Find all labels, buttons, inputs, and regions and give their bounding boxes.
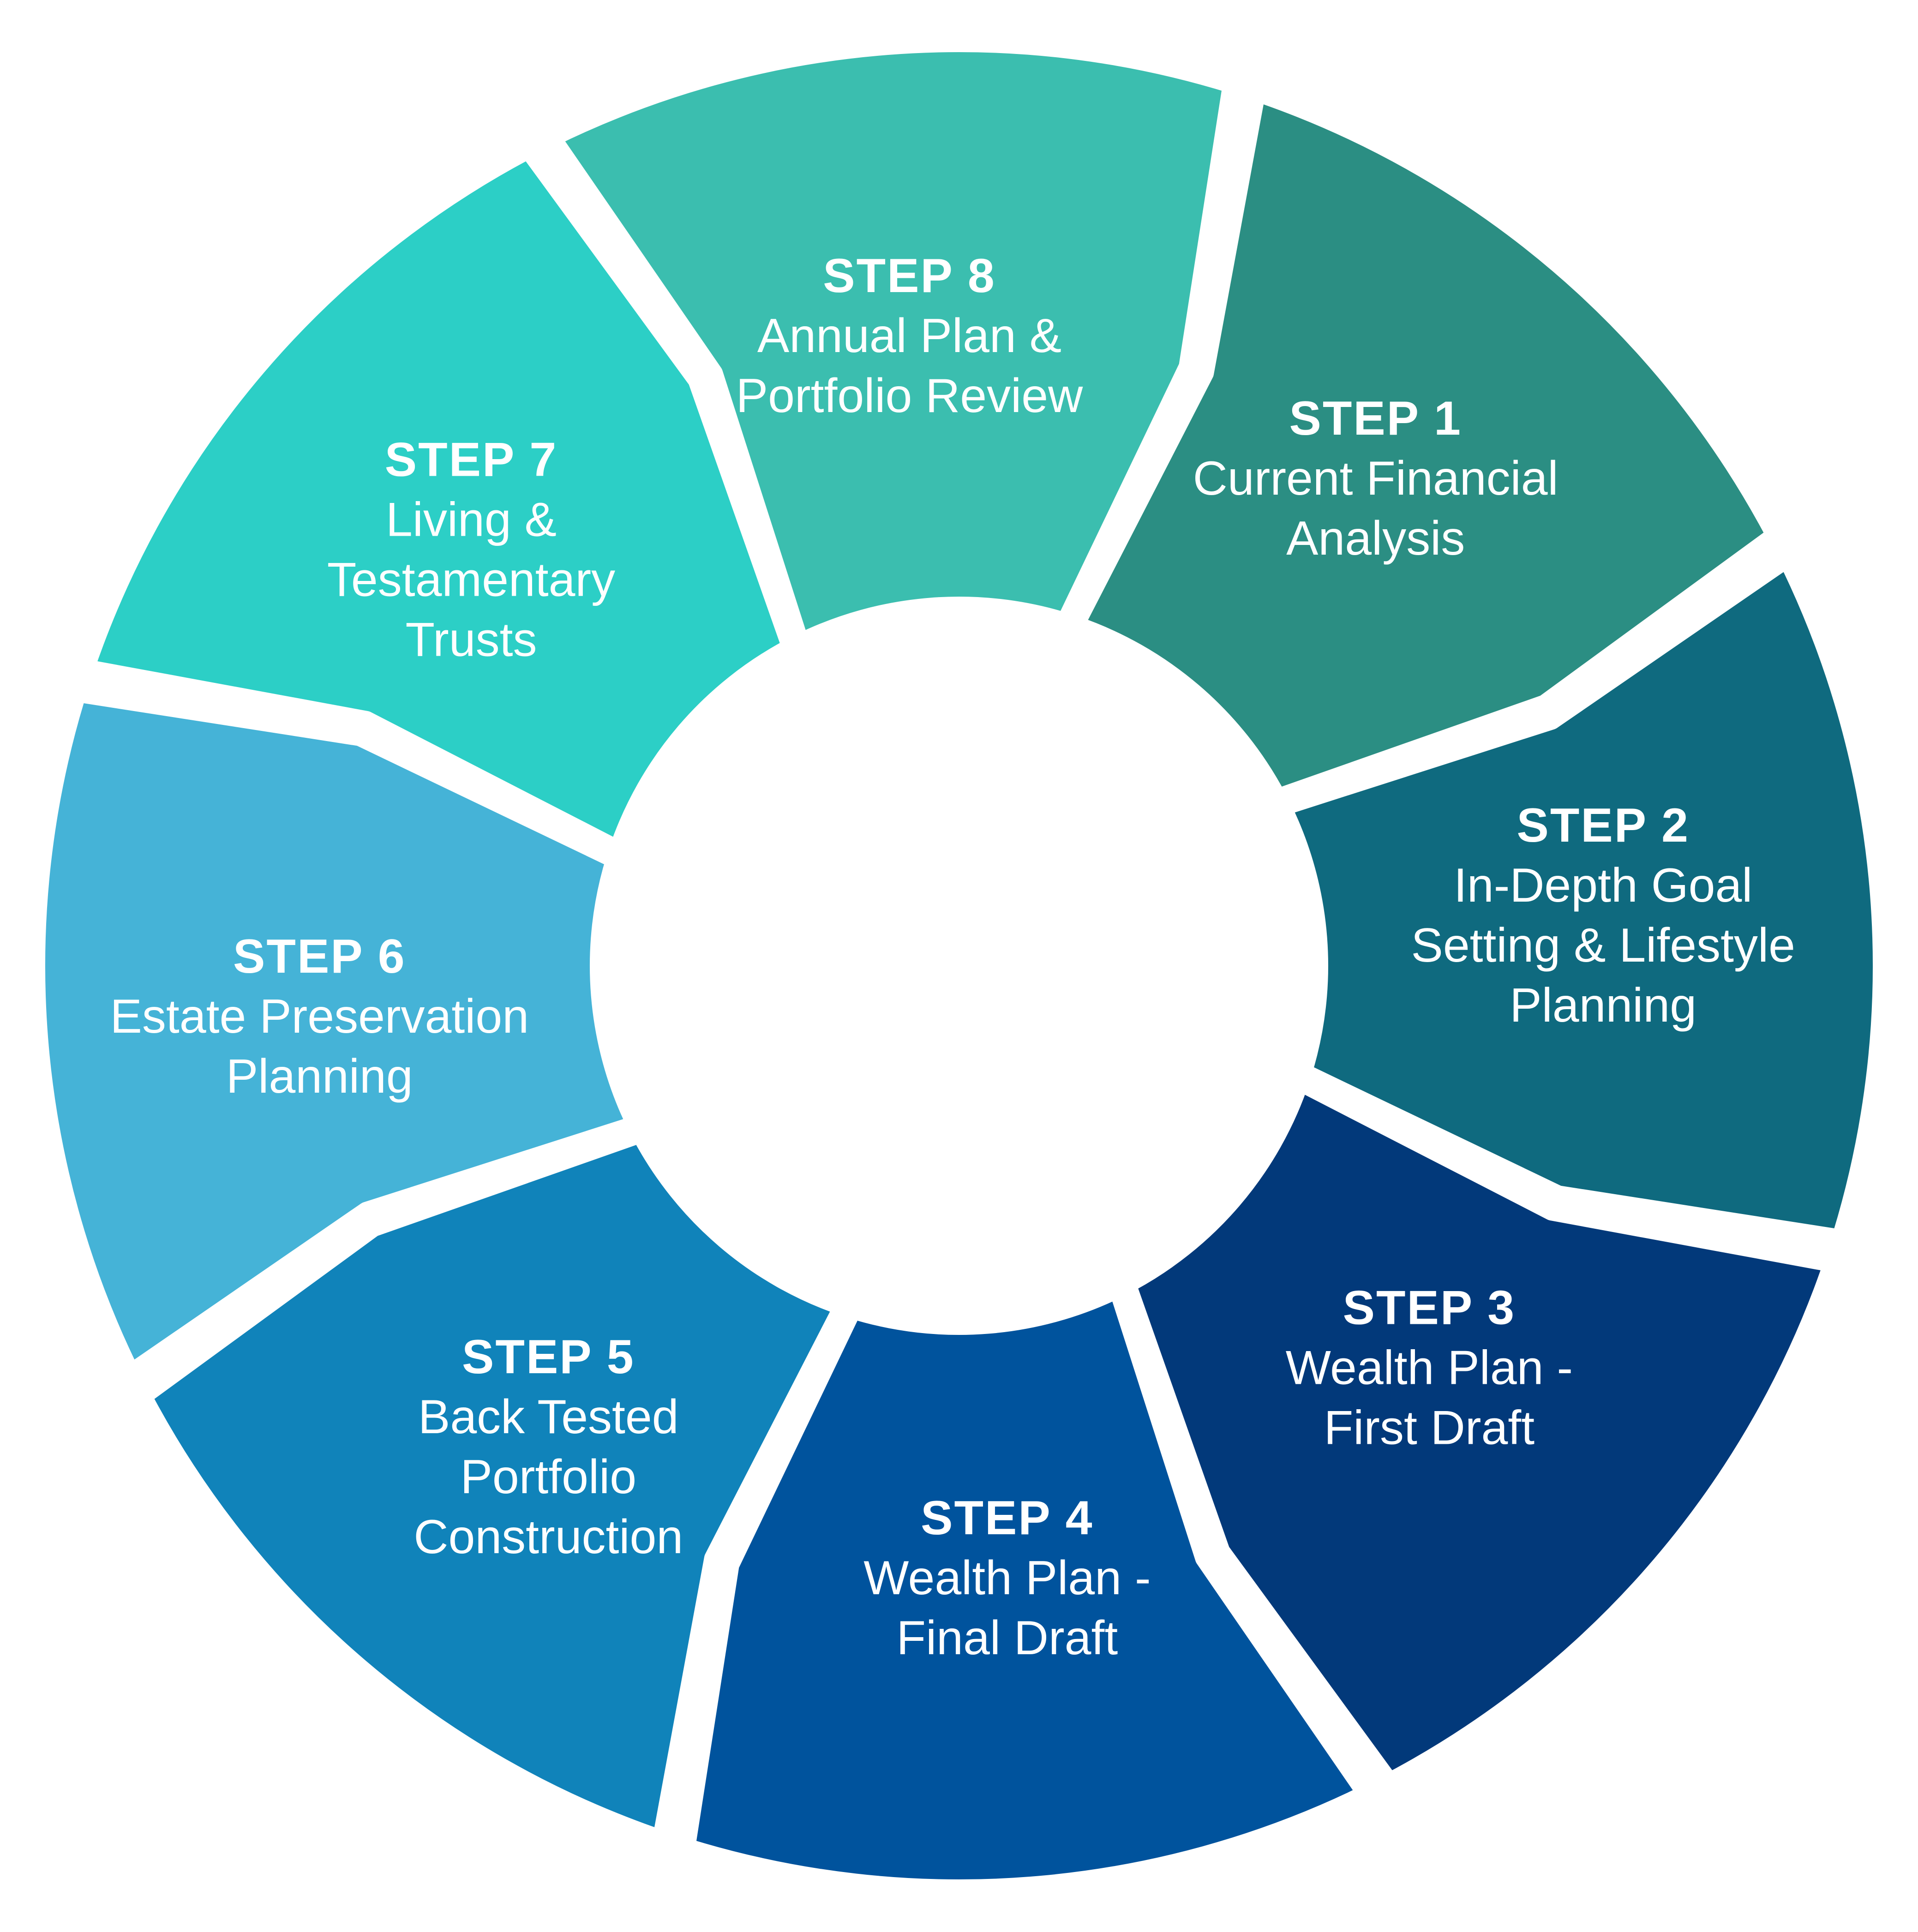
step-2-segment (1272, 549, 1891, 1248)
step-1-description-line: Analysis (1286, 512, 1465, 565)
step-8-segment (542, 34, 1241, 652)
step-2-description-line: Setting & Lifestyle (1411, 919, 1795, 972)
step-1-description-line: Current Financial (1193, 452, 1558, 505)
segments-group (27, 34, 1891, 1898)
step-5-segment (133, 1124, 852, 1849)
step-4-label: STEP 4 Wealth Plan - Final Draft (863, 1491, 1151, 1665)
step-6-description-line: Estate Preservation (110, 990, 529, 1043)
step-1-title: STEP 1 (1289, 392, 1462, 445)
step-6-title: STEP 6 (233, 930, 406, 983)
step-8-title: STEP 8 (823, 249, 995, 303)
step-4-segment (677, 1279, 1376, 1898)
step-4-description-line: Wealth Plan - (863, 1551, 1151, 1605)
step-7-description-line: Living & (386, 493, 557, 546)
step-3-title: STEP 3 (1343, 1281, 1516, 1334)
step-6-segment (27, 683, 646, 1382)
step-5-title: STEP 5 (462, 1330, 635, 1384)
center-circle (604, 610, 1314, 1321)
step-8-description-line: Annual Plan & (757, 309, 1061, 363)
step-2-title: STEP 2 (1516, 799, 1689, 852)
step-5-description-line: Back Tested (418, 1390, 679, 1444)
step-4-description-line: Final Draft (897, 1611, 1118, 1665)
step-6-description-line: Planning (226, 1050, 413, 1103)
step-7-description-line: Trusts (405, 613, 537, 666)
step-7-title: STEP 7 (385, 433, 557, 486)
step-4-title: STEP 4 (921, 1491, 1093, 1545)
step-1-segment (1066, 83, 1785, 807)
step-8-label: STEP 8 Annual Plan & Portfolio Review (736, 249, 1083, 423)
step-2-description-line: In-Depth Goal (1454, 859, 1752, 912)
step-3-label: STEP 3 Wealth Plan - First Draft (1286, 1281, 1573, 1454)
step-3-segment (1117, 1072, 1842, 1792)
step-7-segment (76, 140, 801, 859)
step-8-description-line: Portfolio Review (736, 369, 1083, 423)
step-7-description-line: Testamentary (327, 553, 615, 606)
step-3-description-line: First Draft (1324, 1401, 1535, 1454)
step-2-description-line: Planning (1510, 979, 1696, 1032)
step-5-description-line: Portfolio (461, 1450, 637, 1504)
step-5-description-line: Construction (414, 1510, 683, 1564)
step-3-description-line: Wealth Plan - (1286, 1341, 1573, 1394)
